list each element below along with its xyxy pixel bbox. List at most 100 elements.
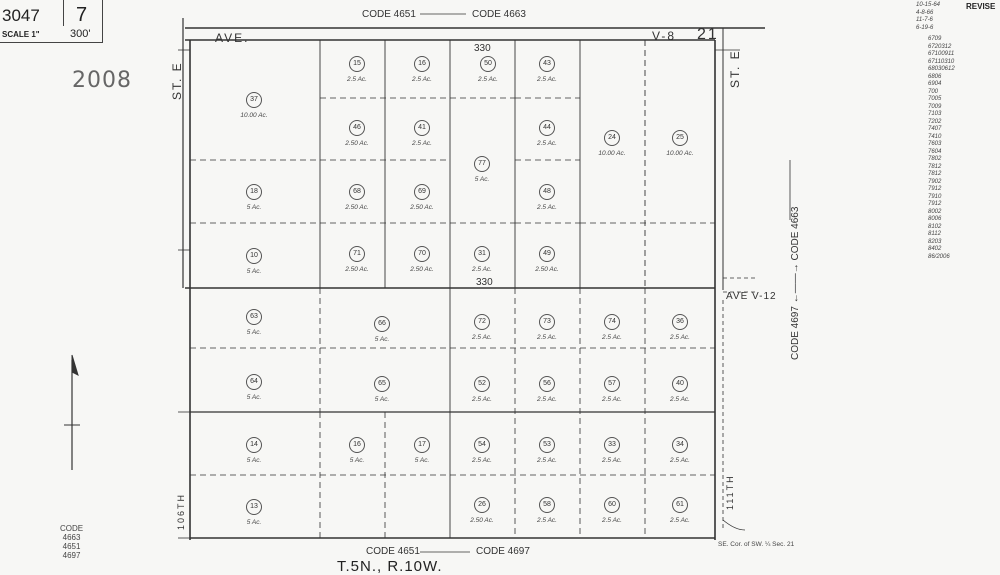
code-stack-line: 4697 (62, 551, 81, 560)
parcel-lot: 54 2.5 Ac. (450, 433, 514, 464)
lot-acreage: 10.00 Ac. (240, 112, 268, 119)
lot-acreage: 5 Ac. (246, 519, 262, 526)
map-header-box (0, 0, 103, 43)
parcel-lot: 64 5 Ac. (222, 370, 286, 401)
lot-acreage: 2.5 Ac. (472, 396, 492, 403)
lot-acreage: 2.50 Ac. (470, 517, 494, 524)
township-range: T.5N., R.10W. (337, 558, 443, 575)
year-stamp: 2008 (72, 68, 132, 93)
revision-date: 11-7-6 (916, 17, 933, 23)
lot-acreage: 5 Ac. (246, 394, 262, 401)
lot-number: 71 (349, 246, 365, 262)
lot-number: 64 (246, 374, 262, 390)
lot-number: 44 (539, 120, 555, 136)
revision-date: 10-15-64 (916, 2, 941, 8)
lot-acreage: 2.50 Ac. (410, 204, 434, 211)
parcel-lot: 48 2.5 Ac. (515, 180, 579, 211)
lot-acreage: 2.5 Ac. (670, 517, 690, 524)
lot-acreage: 5 Ac. (246, 268, 262, 275)
lot-number: 70 (414, 246, 430, 262)
parcel-lot: 26 2.50 Ac. (450, 493, 514, 524)
scale-value: 300' (70, 28, 91, 40)
lot-acreage: 2.5 Ac. (412, 140, 432, 147)
lot-acreage: 2.5 Ac. (537, 140, 557, 147)
lot-acreage: 10.00 Ac. (598, 150, 626, 157)
revision-entry: 8102 (928, 223, 942, 230)
lot-acreage: 2.5 Ac. (670, 396, 690, 403)
lot-number: 48 (539, 184, 555, 200)
revision-entry: 8112 (928, 231, 941, 237)
lot-number: 49 (539, 246, 555, 262)
lot-acreage: 2.5 Ac. (537, 396, 557, 403)
lot-acreage: 2.5 Ac. (537, 204, 557, 211)
section-number: 21 (697, 26, 719, 43)
lot-number: 46 (349, 120, 365, 136)
lot-acreage: 2.5 Ac. (537, 517, 557, 524)
lot-acreage: 2.5 Ac. (602, 396, 622, 403)
se-corner-note: SE. Cor. of SW. ¼ Sec. 21 (718, 541, 795, 548)
lot-number: 54 (474, 437, 490, 453)
lot-acreage: 2.5 Ac. (472, 457, 492, 464)
lot-number: 69 (414, 184, 430, 200)
lot-acreage: 2.5 Ac. (347, 76, 367, 83)
lot-number: 25 (672, 130, 688, 146)
lot-number: 56 (539, 376, 555, 392)
revision-entry: 67100911 (928, 51, 955, 57)
revision-entry: 7912 (928, 186, 942, 192)
revision-entry: 6806 (928, 73, 942, 80)
header-divider (63, 0, 64, 26)
revision-entry: 7407 (928, 126, 942, 132)
code-stack-line: 4663 (62, 533, 81, 542)
revision-entry: 7410 (928, 133, 942, 140)
code-stack-line: CODE (60, 524, 84, 533)
revision-entry: 8402 (928, 246, 942, 252)
parcel-lot: 31 2.5 Ac. (450, 242, 514, 273)
left-street-label: ST. E (170, 61, 184, 100)
lot-number: 26 (474, 497, 490, 513)
lot-number: 41 (414, 120, 430, 136)
lot-acreage: 5 Ac. (246, 457, 262, 464)
lot-number: 31 (474, 246, 490, 262)
code-top-left: CODE 4651 (362, 9, 416, 20)
lot-acreage: 2.50 Ac. (345, 140, 369, 147)
lot-number: 16 (414, 56, 430, 72)
lot-acreage: 2.5 Ac. (472, 266, 492, 273)
revision-entry: 7902 (928, 178, 942, 185)
lot-acreage: 2.5 Ac. (602, 517, 622, 524)
lot-acreage: 5 Ac. (246, 329, 262, 336)
revision-entry: 8002 (928, 208, 942, 215)
revision-entry: 7103 (928, 111, 942, 117)
lot-acreage: 2.5 Ac. (478, 76, 498, 83)
code-bottom-left: CODE 4651 (366, 546, 420, 557)
code-top-right: CODE 4663 (472, 9, 526, 20)
revision-entry: 7802 (928, 156, 942, 162)
lot-number: 10 (246, 248, 262, 264)
lot-number: 18 (246, 184, 262, 200)
revision-entry: 8006 (928, 216, 942, 222)
revision-entry: 6904 (928, 81, 942, 87)
dimension-330-top: 330 (474, 43, 491, 54)
street-106-label: 106TH (176, 492, 186, 530)
revision-date: 6-19-6 (916, 24, 934, 31)
revision-entry: 7009 (928, 103, 942, 110)
revision-title: REVISE (966, 2, 996, 11)
parcel-lot: 44 2.5 Ac. (515, 116, 579, 147)
